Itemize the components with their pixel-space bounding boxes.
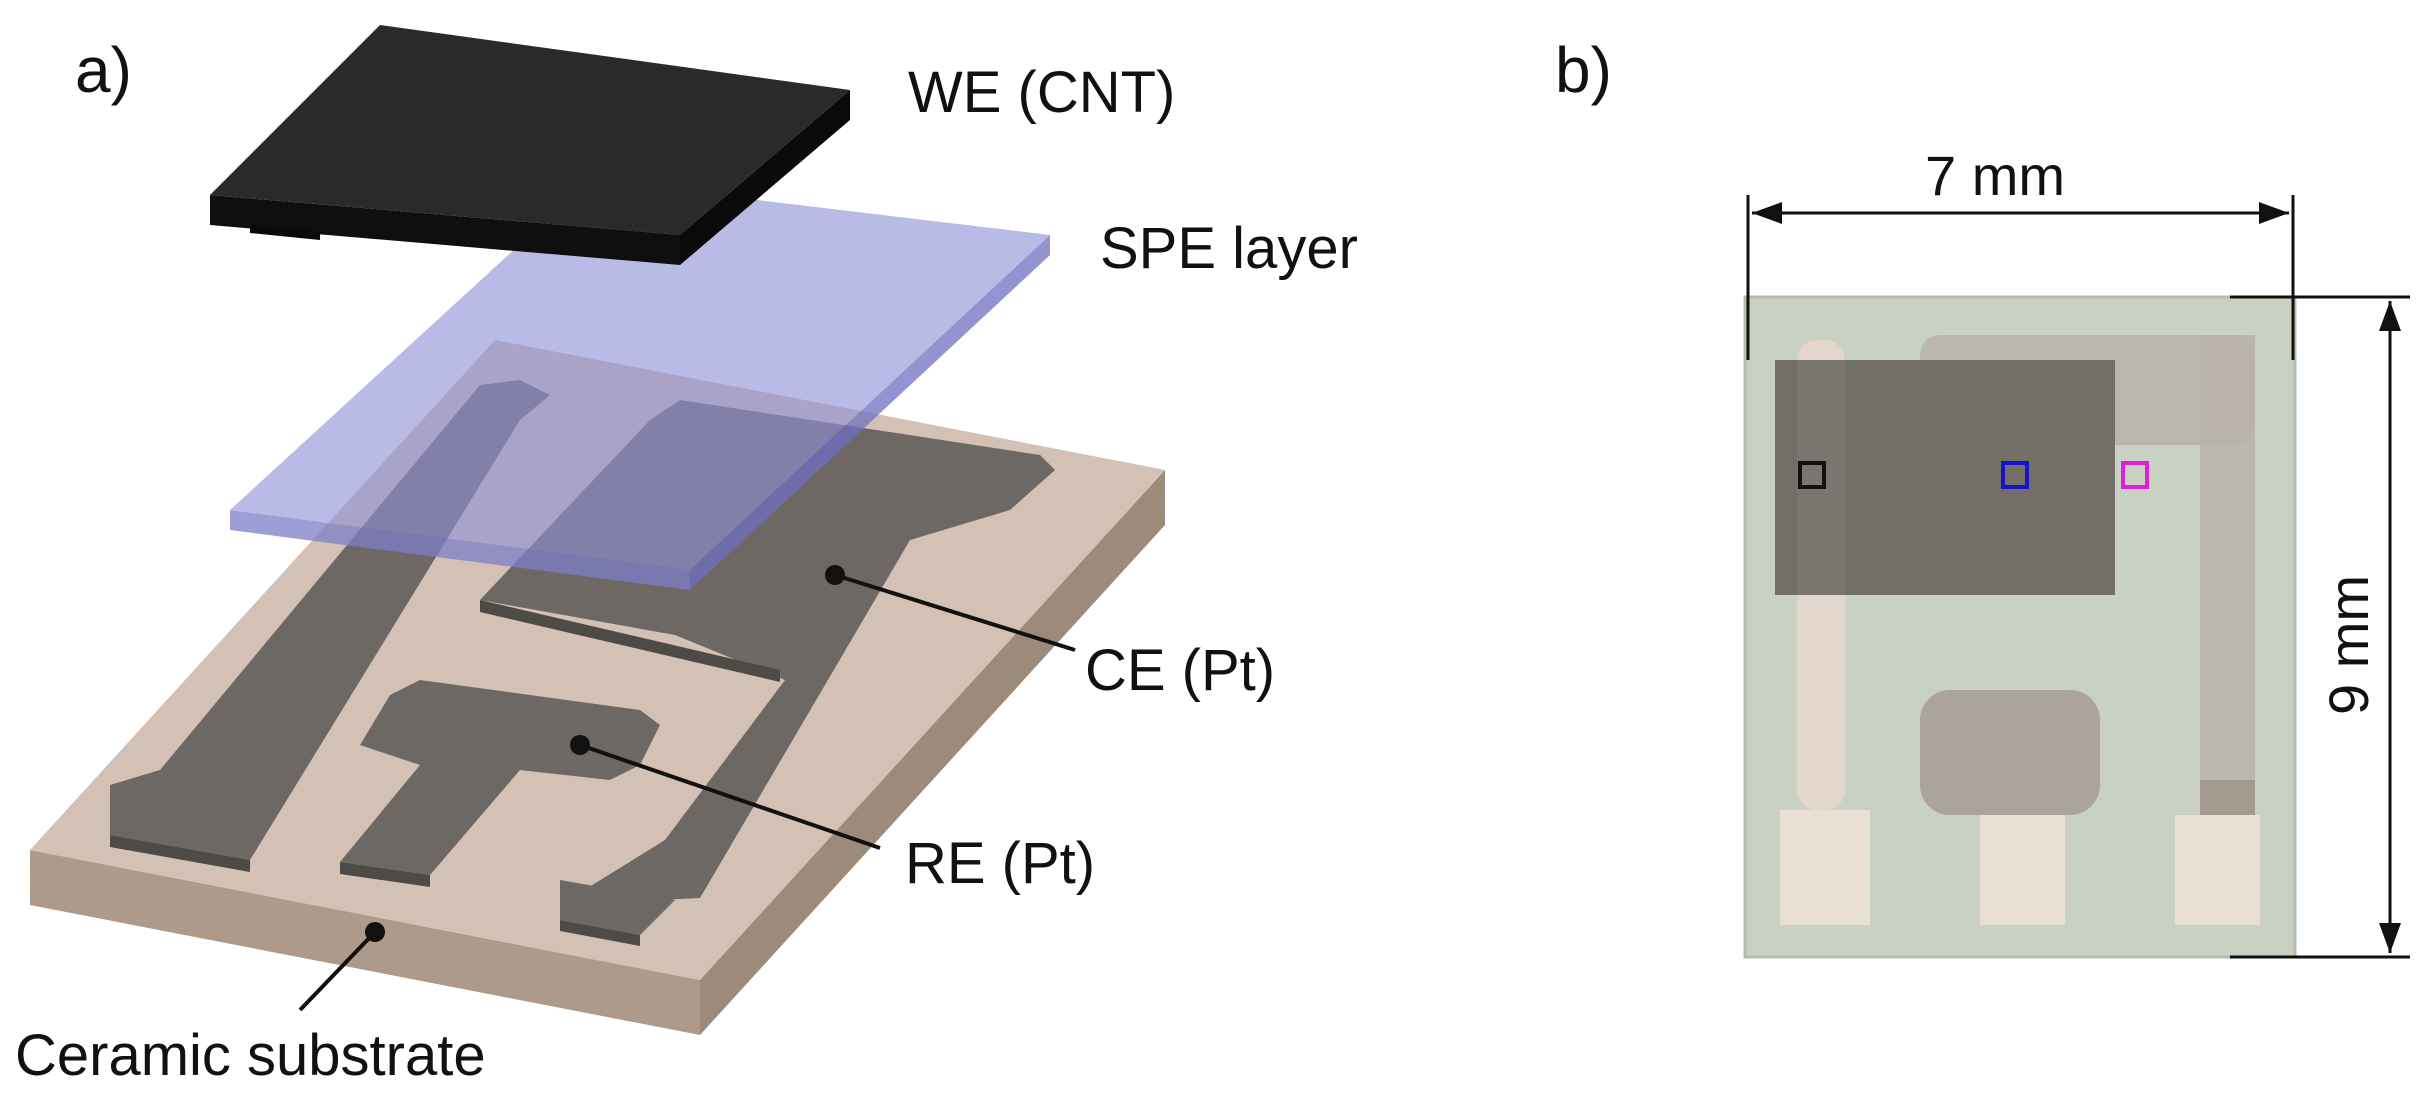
panel-b: b) 7 mm 9 mm xyxy=(1555,34,2410,959)
marker-blue xyxy=(2001,461,2029,489)
ce-rail xyxy=(2200,335,2255,835)
cnt-overlap xyxy=(1797,360,1845,595)
width-label: 7 mm xyxy=(1925,144,2065,207)
height-arrow-top xyxy=(2379,301,2401,331)
height-label: 9 mm xyxy=(2317,575,2380,715)
substrate-right-face xyxy=(700,470,1165,1035)
marker-black xyxy=(1798,461,1826,489)
ce-pad-photo xyxy=(2175,815,2260,925)
spe-front-face xyxy=(230,510,690,590)
ce-leader xyxy=(834,573,1076,652)
callouts xyxy=(298,565,1076,1012)
ce-pad xyxy=(560,880,675,935)
panel-a-label: a) xyxy=(75,34,132,106)
we-label: WE (CNT) xyxy=(908,60,1175,125)
re-leader xyxy=(579,743,881,850)
ce-label: CE (Pt) xyxy=(1085,638,1275,703)
cnt-right-face xyxy=(680,90,850,265)
substrate-dot xyxy=(365,922,385,942)
panel-a: a) WE (CNT) SPE layer CE (Pt) RE (Pt) Ce… xyxy=(15,25,1358,1088)
substrate-leader xyxy=(298,930,377,1012)
re-region xyxy=(1920,690,2100,815)
spe-layer xyxy=(230,180,1050,590)
cnt-top-face xyxy=(210,25,850,235)
ce-dot xyxy=(825,565,845,585)
re-side xyxy=(340,862,430,887)
substrate-label: Ceramic substrate xyxy=(15,1023,486,1088)
ce-pad-side xyxy=(560,920,640,946)
chip-photo-edge xyxy=(1743,295,2297,959)
width-arrow-right xyxy=(2259,202,2289,224)
re-dot xyxy=(570,735,590,755)
height-arrow-bottom xyxy=(2379,923,2401,953)
marker-magenta xyxy=(2121,461,2149,489)
re-electrode xyxy=(340,680,660,875)
we-pad-photo xyxy=(1780,810,1870,925)
panel-b-label: b) xyxy=(1555,34,1612,106)
spe-right-face xyxy=(690,235,1050,590)
spe-label: SPE layer xyxy=(1100,216,1358,281)
ce-plate-side xyxy=(480,600,780,682)
cnt-tab-front xyxy=(250,225,320,240)
re-pad-photo xyxy=(1980,815,2065,925)
cnt-front-face xyxy=(210,195,680,265)
re-label: RE (Pt) xyxy=(905,831,1095,896)
spe-top-face xyxy=(230,180,1050,570)
we-pad-side xyxy=(110,835,250,872)
width-arrow-left xyxy=(1752,202,1782,224)
cnt-layer xyxy=(210,25,850,265)
